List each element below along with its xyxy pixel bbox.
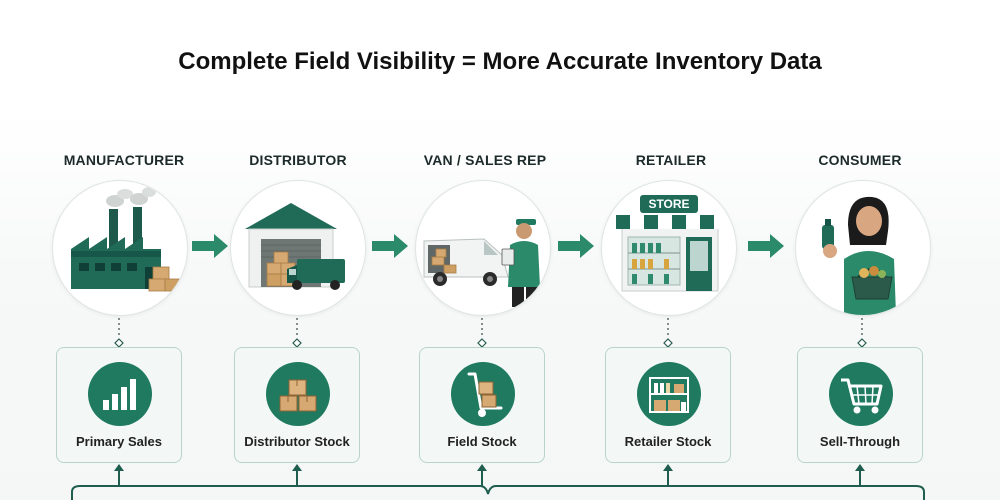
stage-van-sales-rep	[415, 180, 551, 316]
store-sign: STORE	[648, 197, 689, 211]
aggregation-bracket	[71, 464, 925, 500]
card-field-stock: Field Stock	[419, 347, 545, 463]
stage-manufacturer	[52, 180, 188, 316]
connector-1	[114, 318, 124, 348]
stage-label-retailer: RETAILER	[635, 152, 707, 168]
shopping-cart-icon	[841, 378, 883, 414]
card-label: Distributor Stock	[244, 434, 350, 449]
card-primary-sales: Primary Sales	[56, 347, 182, 463]
card-label: Retailer Stock	[624, 434, 712, 449]
card-retailer-stock: Retailer Stock	[605, 347, 731, 463]
flow-arrow-1	[192, 234, 228, 258]
store-icon: STORE	[616, 195, 722, 292]
card-label: Primary Sales	[75, 434, 162, 449]
bar-chart-icon	[103, 379, 136, 410]
stage-label-distributor: DISTRIBUTOR	[249, 152, 347, 168]
stage-distributor	[230, 180, 366, 316]
card-label: Field Stock	[447, 434, 517, 449]
stage-label-van-sales-rep: VAN / SALES REP	[423, 152, 547, 168]
shopper-icon	[822, 196, 896, 315]
card-label: Sell-Through	[819, 434, 901, 449]
card-sell-through: Sell-Through	[797, 347, 923, 463]
van-sales-rep-icon	[423, 219, 540, 307]
connector-2	[292, 318, 302, 348]
stage-retailer: STORE	[601, 180, 737, 316]
connector-5	[857, 318, 867, 348]
stage-label-manufacturer: MANUFACTURER	[63, 152, 185, 168]
factory-icon	[71, 187, 180, 292]
boxes-icon	[279, 379, 317, 412]
flow-arrow-4	[748, 234, 784, 258]
flow-arrow-3	[558, 234, 594, 258]
hand-truck-icon	[467, 372, 503, 417]
diagram-title: Complete Field Visibility = More Accurat…	[178, 48, 822, 75]
card-distributor-stock: Distributor Stock	[234, 347, 360, 463]
stage-consumer	[795, 180, 931, 316]
connector-3	[477, 318, 487, 348]
connector-4	[663, 318, 673, 348]
shelf-icon	[649, 377, 689, 413]
flow-arrow-2	[372, 234, 408, 258]
stage-label-consumer: CONSUMER	[818, 152, 902, 168]
warehouse-truck-icon	[245, 203, 345, 290]
